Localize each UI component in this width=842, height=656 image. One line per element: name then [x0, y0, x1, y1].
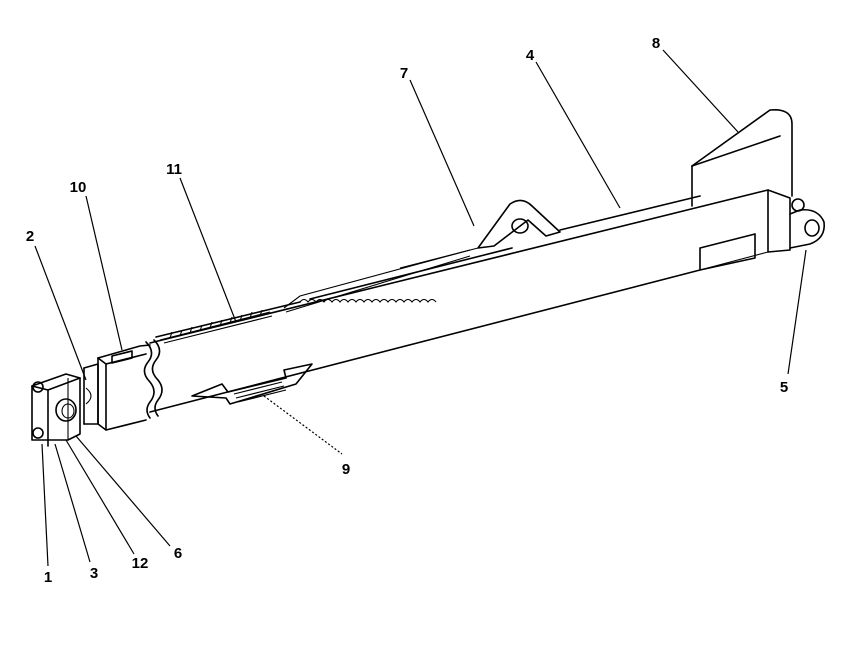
callout-2: 2 — [26, 228, 34, 245]
break-section — [143, 339, 163, 419]
end-cap — [31, 373, 81, 447]
callout-5: 5 — [780, 379, 788, 396]
leader-2 — [34, 245, 87, 381]
callout-7: 7 — [400, 65, 408, 82]
callout-11: 11 — [166, 161, 182, 178]
leader-3 — [54, 443, 91, 563]
leader-9 — [263, 395, 343, 455]
leader-5 — [787, 249, 807, 375]
leader-7 — [409, 79, 475, 227]
main-beam — [149, 189, 791, 413]
callout-8: 8 — [652, 35, 660, 52]
callout-3: 3 — [90, 565, 98, 582]
callout-labels: 1 2 3 4 5 6 7 8 9 10 11 12 — [26, 35, 788, 586]
guide-plate — [691, 108, 793, 207]
leader-6 — [75, 435, 171, 547]
leader-8 — [662, 49, 739, 133]
pivot-bracket — [399, 199, 561, 269]
gear-rail — [283, 249, 471, 313]
callout-4: 4 — [526, 47, 535, 64]
leader-4 — [535, 61, 621, 209]
callout-12: 12 — [132, 555, 149, 572]
front-housing — [83, 344, 151, 431]
callout-10: 10 — [70, 179, 87, 196]
callout-1: 1 — [44, 569, 52, 586]
leader-12 — [65, 439, 135, 555]
clevis — [789, 198, 826, 249]
leader-11 — [179, 177, 237, 323]
callout-9: 9 — [342, 461, 350, 478]
callout-6: 6 — [174, 545, 182, 562]
rack — [159, 309, 273, 344]
arrow-plate — [191, 363, 313, 405]
leader-lines — [34, 49, 807, 567]
leader-1 — [41, 443, 49, 567]
leader-10 — [85, 195, 123, 351]
